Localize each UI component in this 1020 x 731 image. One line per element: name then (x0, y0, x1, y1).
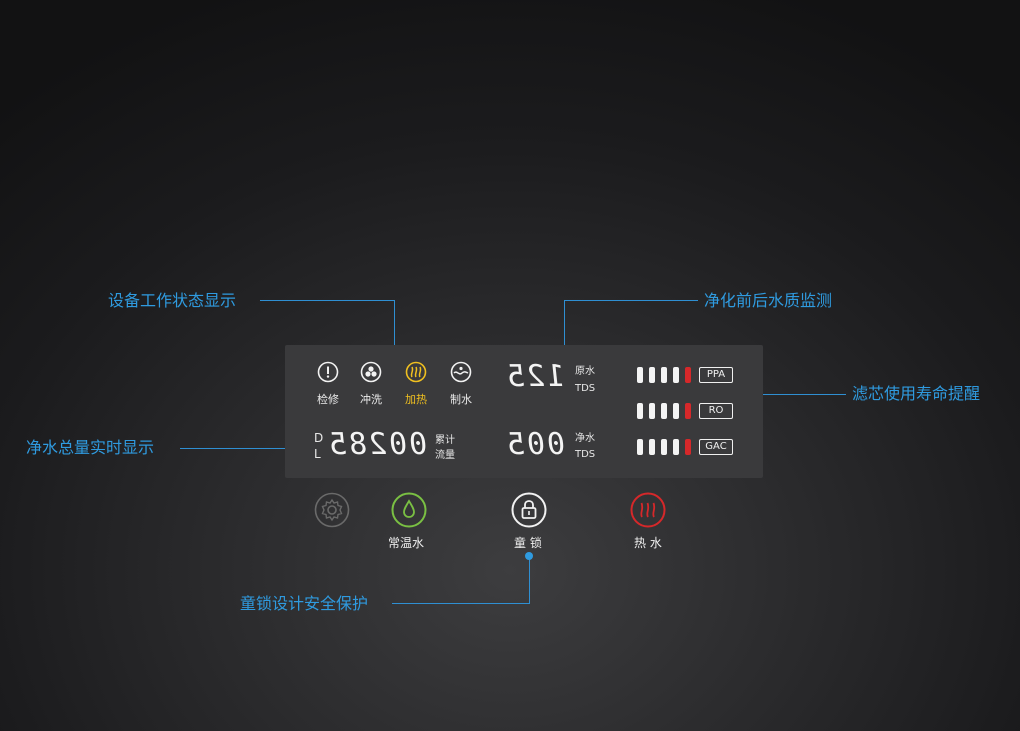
child-lock-label: 童 锁 (514, 536, 542, 550)
display-panel: 检修 冲洗 加热 制水 D L 00285 累计 流量 125 原水 TDS 0… (285, 345, 763, 478)
filter-ro-bar-1 (637, 403, 643, 419)
lock-icon (511, 492, 547, 528)
filter-gac: GAC (637, 439, 737, 457)
callout-filter: 滤芯使用寿命提醒 (852, 384, 981, 403)
filter-ppa: PPA (637, 367, 737, 385)
callout-tds-line (564, 300, 698, 301)
callout-filter-line (718, 394, 846, 395)
callout-child-lock-dot (525, 552, 533, 560)
tds-raw-label-1: 原水 (575, 366, 595, 377)
water-making-icon (450, 361, 472, 383)
tds-raw-label-2: TDS (575, 383, 596, 394)
normal-water-button[interactable] (391, 492, 427, 528)
callout-volume: 净水总量实时显示 (26, 438, 155, 457)
filter-ro: RO (637, 403, 737, 421)
filter-ppa-bar-warning (685, 367, 691, 383)
callout-child-lock-line-v (529, 556, 530, 604)
status-label-heating: 加热 (405, 393, 427, 406)
filter-ppa-tag: PPA (699, 367, 733, 383)
volume-label-1: 累计 (435, 435, 455, 446)
tds-pure-value: 005 (503, 427, 567, 462)
filter-gac-tag: GAC (699, 439, 733, 455)
filter-ro-bar-4 (673, 403, 679, 419)
status-label-water-making: 制水 (450, 393, 472, 406)
callout-tds: 净化前后水质监测 (704, 291, 833, 310)
volume-unit-d: D (314, 431, 324, 445)
filter-ppa-bar-1 (637, 367, 643, 383)
filter-gac-bar-1 (637, 439, 643, 455)
callout-volume-line (180, 448, 308, 449)
filter-ro-bar-2 (649, 403, 655, 419)
tds-pure-label-1: 净水 (575, 433, 595, 444)
volume-value: 00285 (325, 427, 430, 462)
callout-tds-line-v (564, 300, 565, 378)
filter-ro-tag: RO (699, 403, 733, 419)
settings-button[interactable] (314, 492, 350, 528)
tds-pure-label-2: TDS (575, 449, 596, 460)
filter-gac-bar-3 (661, 439, 667, 455)
callout-status-line (260, 300, 395, 301)
flush-icon (360, 361, 382, 383)
filter-gac-bar-2 (649, 439, 655, 455)
callout-child-lock-line (392, 603, 529, 604)
callout-status: 设备工作状态显示 (108, 291, 237, 310)
filter-ppa-bar-3 (661, 367, 667, 383)
filter-ppa-bar-4 (673, 367, 679, 383)
heating-icon (405, 361, 427, 383)
filter-gac-bar-4 (673, 439, 679, 455)
filter-ppa-bar-2 (649, 367, 655, 383)
filter-ro-bar-3 (661, 403, 667, 419)
gear-icon (314, 492, 350, 528)
water-drop-icon (391, 492, 427, 528)
filter-gac-bar-warning (685, 439, 691, 455)
volume-unit-l: L (314, 447, 321, 461)
normal-water-label: 常温水 (388, 536, 425, 550)
callout-child-lock: 童锁设计安全保护 (240, 594, 369, 613)
child-lock-button[interactable] (511, 492, 547, 528)
hot-water-label: 热 水 (634, 536, 662, 550)
status-label-flush: 冲洗 (360, 393, 382, 406)
status-label-repair: 检修 (317, 393, 339, 406)
hot-water-icon (630, 492, 666, 528)
volume-label-2: 流量 (435, 450, 455, 461)
callout-status-line-v (394, 300, 395, 378)
alert-icon (317, 361, 339, 383)
hot-water-button[interactable] (630, 492, 666, 528)
tds-raw-value: 125 (503, 359, 567, 394)
filter-ro-bar-warning (685, 403, 691, 419)
